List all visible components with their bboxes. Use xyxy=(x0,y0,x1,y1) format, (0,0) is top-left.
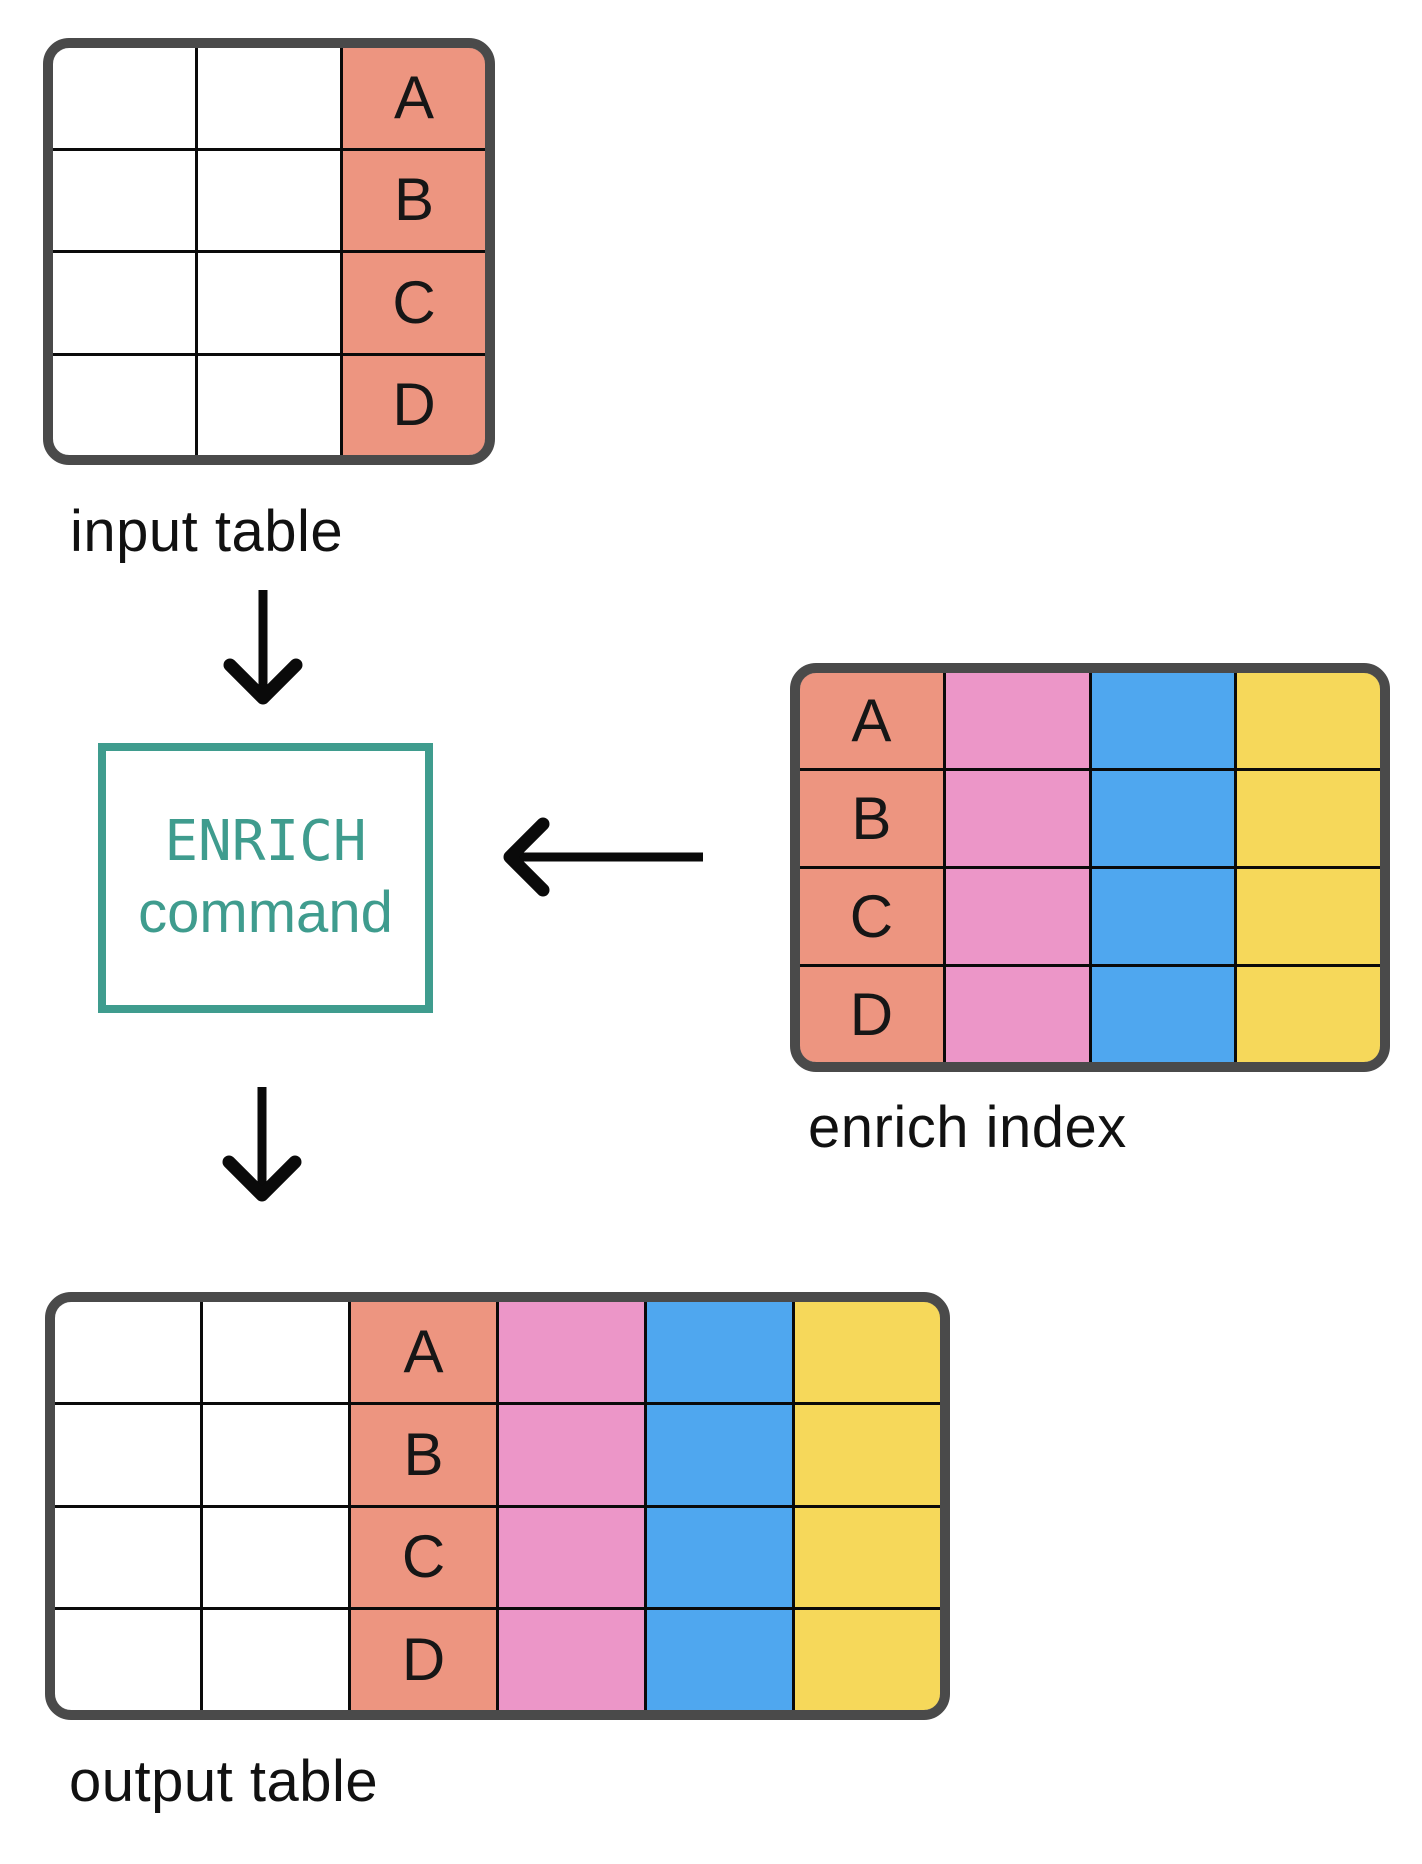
table-cell xyxy=(945,869,1089,964)
table-cell xyxy=(55,1302,200,1402)
table-cell xyxy=(1091,771,1235,866)
key-cell: D xyxy=(343,355,485,455)
output-table-label: output table xyxy=(69,1749,379,1814)
table-cell xyxy=(1237,967,1380,1062)
arrow-down-icon xyxy=(222,1087,302,1202)
enrich-index-label: enrich index xyxy=(808,1095,1127,1160)
arrow-down-icon xyxy=(223,590,303,705)
table-cell xyxy=(795,1404,940,1505)
key-cell: B xyxy=(800,771,943,866)
table-cell xyxy=(55,1610,200,1710)
table-cell xyxy=(795,1610,940,1710)
table-cell xyxy=(1091,967,1235,1062)
table-cell xyxy=(647,1404,792,1505)
table-cell xyxy=(647,1610,792,1710)
table-cell xyxy=(1237,869,1380,964)
table-cell xyxy=(647,1507,792,1608)
key-cell: B xyxy=(343,150,485,250)
table-cell xyxy=(1237,771,1380,866)
table-cell xyxy=(203,1507,348,1608)
table-cell xyxy=(499,1610,644,1710)
table-cell xyxy=(795,1507,940,1608)
table-cell xyxy=(1091,673,1235,768)
table-cell xyxy=(499,1507,644,1608)
table-cell xyxy=(53,253,195,353)
table-cell xyxy=(499,1404,644,1505)
table-cell xyxy=(198,355,340,455)
table-cell xyxy=(945,771,1089,866)
table-cell xyxy=(945,673,1089,768)
input-table-label: input table xyxy=(70,499,344,564)
table-cell xyxy=(198,48,340,148)
enrich-command-keyword: ENRICH xyxy=(164,809,367,874)
table-cell xyxy=(203,1610,348,1710)
key-cell: D xyxy=(351,1610,496,1710)
key-cell: C xyxy=(351,1507,496,1608)
key-cell: D xyxy=(800,967,943,1062)
table-cell xyxy=(1091,869,1235,964)
table-cell xyxy=(203,1302,348,1402)
table-cell xyxy=(198,150,340,250)
key-cell: C xyxy=(800,869,943,964)
table-cell xyxy=(53,355,195,455)
key-cell: A xyxy=(800,673,943,768)
table-cell xyxy=(945,967,1089,1062)
table-cell xyxy=(55,1507,200,1608)
key-cell: C xyxy=(343,253,485,353)
table-cell xyxy=(198,253,340,353)
table-cell xyxy=(53,48,195,148)
enrich-command-word: command xyxy=(138,880,393,945)
key-cell: A xyxy=(351,1302,496,1402)
enrich-command-box: ENRICH command xyxy=(98,743,433,1013)
table-cell xyxy=(1237,673,1380,768)
table-cell xyxy=(203,1404,348,1505)
arrow-left-icon xyxy=(503,817,703,897)
table-cell xyxy=(55,1404,200,1505)
key-cell: B xyxy=(351,1404,496,1505)
table-cell xyxy=(647,1302,792,1402)
key-cell: A xyxy=(343,48,485,148)
table-cell xyxy=(53,150,195,250)
table-cell xyxy=(795,1302,940,1402)
table-cell xyxy=(499,1302,644,1402)
